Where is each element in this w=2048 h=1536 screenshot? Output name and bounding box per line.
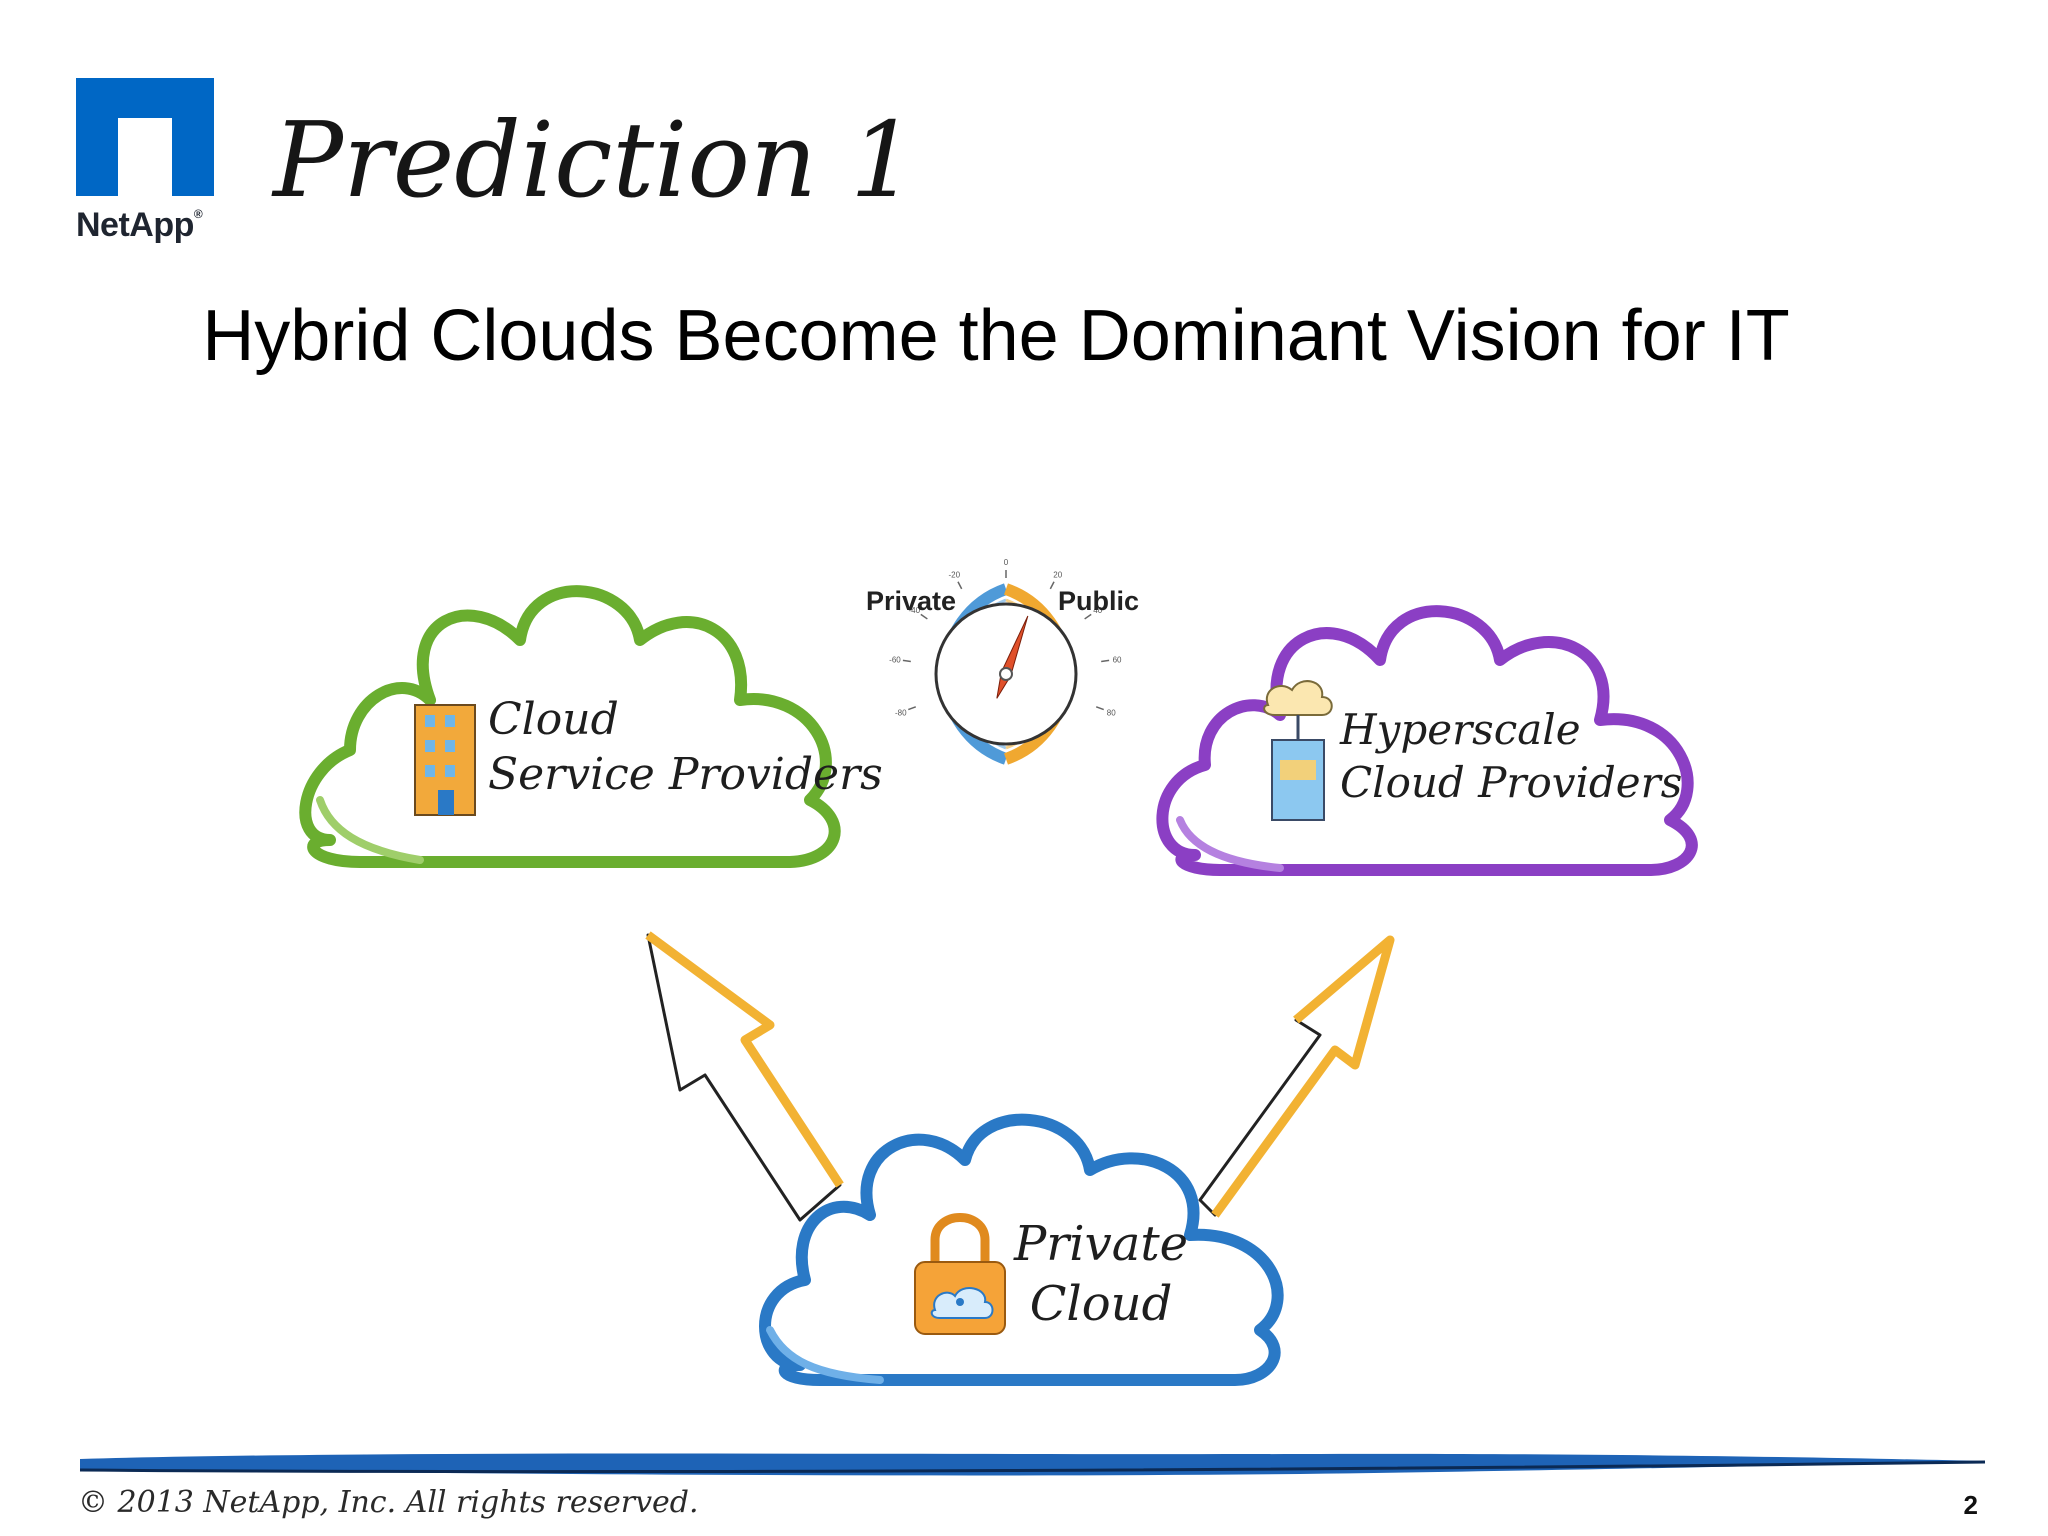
gauge-tick-label: 0 — [1004, 558, 1009, 567]
cloud-padlock-icon — [914, 1213, 1006, 1335]
hyperscale-label: Hyperscale Cloud Providers — [1340, 704, 1682, 809]
gauge-tick-label: -40 — [908, 606, 920, 615]
arrow-to-hyperscale — [1198, 935, 1395, 1218]
gauge-tick-mark — [908, 706, 917, 711]
private-public-gauge: -80 -60 -40 -20 0 20 40 60 80 — [889, 558, 1122, 765]
private-cloud-label-line1: Private — [1014, 1216, 1189, 1272]
gauge-tick-mark — [1049, 581, 1055, 590]
brand-text: NetApp — [76, 206, 194, 244]
brand-name: NetApp® — [76, 206, 203, 244]
gauge-ticks: -80 -60 -40 -20 0 20 40 60 80 — [889, 558, 1122, 717]
title-area: Prediction 1 — [271, 99, 916, 221]
gauge-tick-label: -20 — [949, 571, 961, 580]
cloud-tower-icon — [1263, 680, 1333, 821]
office-building-icon — [414, 704, 476, 816]
service-providers-label-line2: Service Providers — [488, 749, 883, 800]
service-providers-label: Cloud Service Providers — [488, 692, 883, 802]
gauge-tick-label: 80 — [1107, 708, 1116, 717]
copyright-text: © 2013 NetApp, Inc. All rights reserved. — [78, 1485, 699, 1520]
hyperscale-label-line1: Hyperscale — [1340, 705, 1581, 754]
slide-title: Prediction 1 — [271, 99, 916, 221]
gauge-tick-mark — [1101, 659, 1110, 663]
hyperscale-label-line2: Cloud Providers — [1340, 757, 1683, 807]
gauge-tick-mark — [1095, 706, 1104, 711]
gauge-tick-mark — [920, 613, 928, 620]
service-providers-label-line1: Cloud — [488, 694, 619, 745]
cloud-private — [759, 1113, 1284, 1386]
gauge-tick-label: -60 — [889, 655, 901, 664]
netapp-logo-icon — [76, 78, 214, 196]
page-number: 2 — [1963, 1490, 1978, 1520]
gauge-tick-label: 40 — [1093, 606, 1102, 615]
gauge-tick-label: 60 — [1113, 655, 1122, 664]
gauge-tick-mark — [957, 581, 963, 590]
private-cloud-label-line2: Cloud — [1029, 1276, 1173, 1332]
gauge-public-label: Public — [1058, 586, 1140, 616]
arrow-to-service-providers — [645, 931, 844, 1222]
gauge-tick-label: 20 — [1053, 571, 1062, 580]
gauge-tick-mark — [1084, 613, 1092, 620]
gauge-tick-mark — [902, 659, 911, 663]
gauge-private-label: Private — [866, 586, 957, 616]
private-cloud-label: Private Cloud — [1014, 1214, 1188, 1334]
slide-subtitle: Hybrid Clouds Become the Dominant Vision… — [202, 296, 1790, 376]
gauge-tick-label: -80 — [895, 708, 907, 717]
brand-registered-mark: ® — [193, 207, 203, 221]
